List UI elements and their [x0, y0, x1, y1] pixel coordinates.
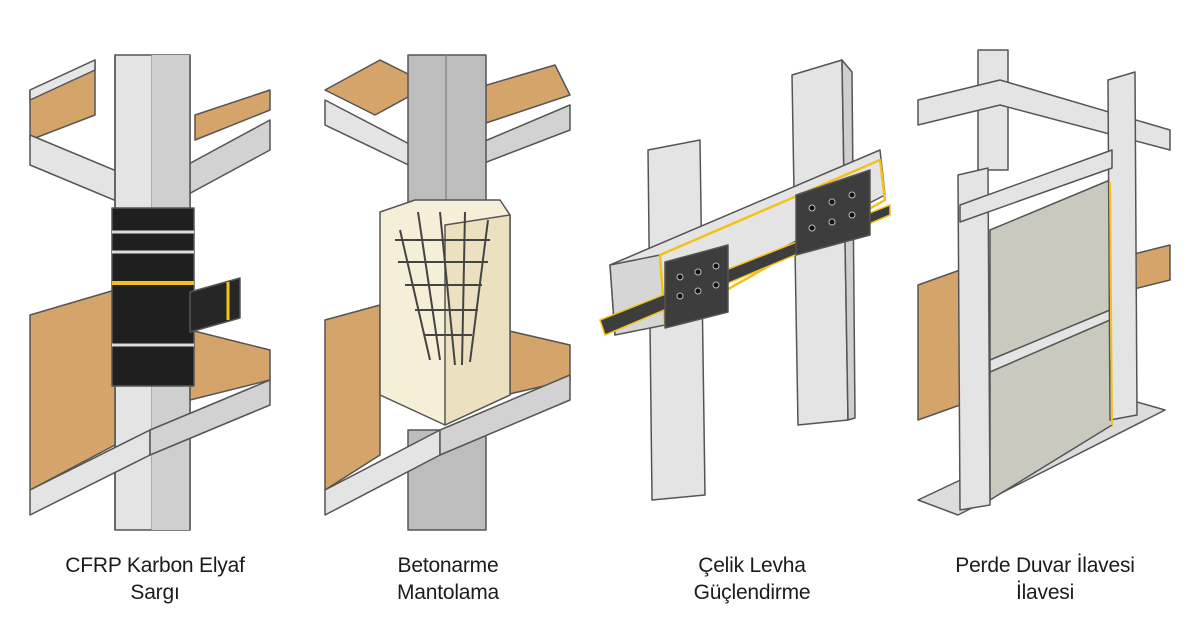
cfrp-wrapped-column-illustration — [29, 54, 271, 531]
caption-rc-jacketing: Betonarme Mantolama — [308, 552, 588, 606]
caption-rc-jacketing-line1: Betonarme — [397, 554, 499, 577]
shear-wall-frame-illustration — [917, 49, 1171, 516]
caption-rc-jacketing-line2: Mantolama — [396, 581, 500, 604]
caption-cfrp-line2: Sargı — [130, 581, 180, 604]
caption-cfrp: CFRP Karbon Elyaf Sargı — [15, 552, 295, 606]
caption-shear-wall-line1: Perde Duvar İlavesi — [955, 554, 1135, 577]
caption-cfrp-line1: CFRP Karbon Elyaf — [65, 554, 245, 577]
caption-steel-plate-line1: Çelik Levha — [698, 554, 806, 577]
steel-plated-beam-illustration — [599, 59, 891, 501]
caption-shear-wall: Perde Duvar İlavesi İlavesi — [905, 552, 1185, 606]
rc-jacketed-column-illustration — [324, 54, 571, 531]
caption-steel-plate: Çelik Levha Güçlendirme — [612, 552, 892, 606]
caption-steel-plate-line2: Güçlendirme — [693, 581, 811, 604]
caption-shear-wall-line2: İlavesi — [1015, 581, 1075, 604]
